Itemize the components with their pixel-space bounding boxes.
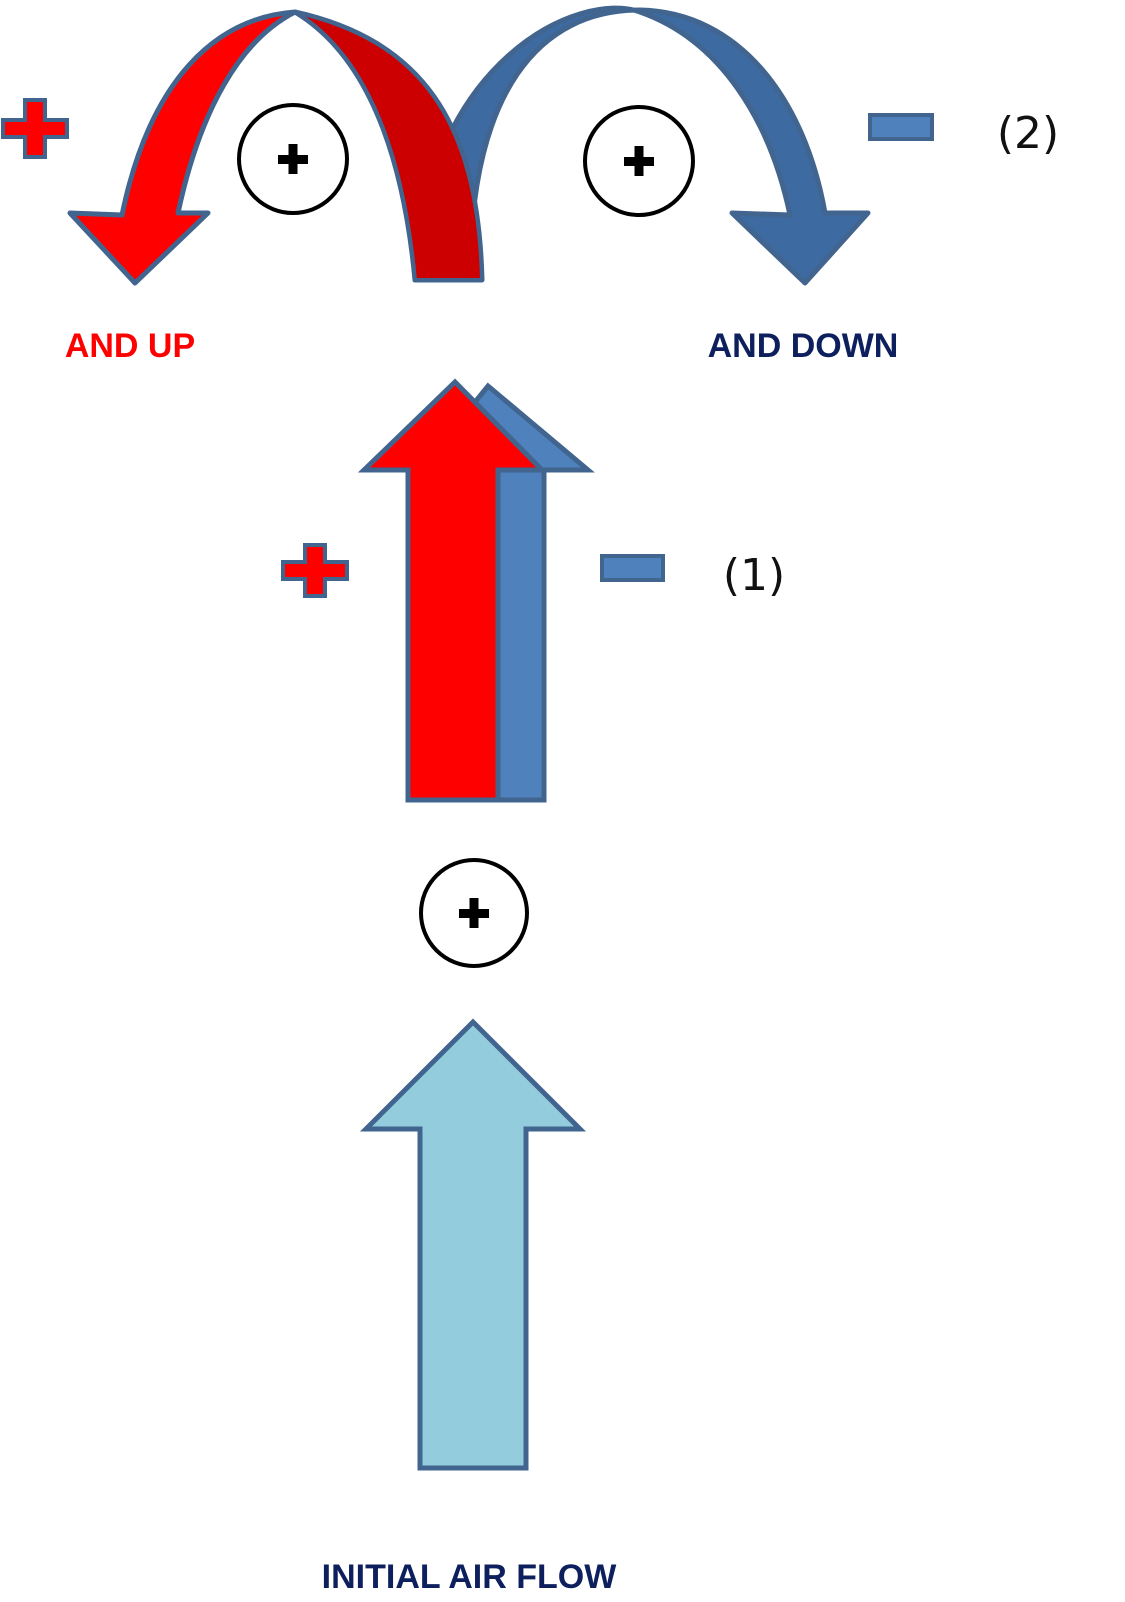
initial-air-flow-arrow bbox=[359, 1018, 587, 1471]
marker-1-label: (1) bbox=[723, 550, 785, 601]
circled-plus-icon bbox=[419, 858, 529, 968]
curved-arrow-down-body bbox=[412, 5, 871, 286]
and-up-label: AND UP bbox=[65, 327, 195, 365]
curved-arrow-up bbox=[67, 9, 485, 286]
vertical-split-arrow-red bbox=[357, 378, 548, 803]
initial-air-flow-label: INITIAL AIR FLOW bbox=[322, 1558, 618, 1596]
plus-icon bbox=[1, 98, 69, 159]
curved-arrow-down bbox=[412, 5, 871, 286]
vertical-split-arrow bbox=[357, 378, 595, 803]
minus-icon bbox=[600, 554, 665, 582]
circled-plus-icon bbox=[583, 105, 695, 217]
curved-arrow-up-shade bbox=[293, 10, 484, 282]
plus-icon bbox=[281, 543, 349, 598]
marker-2-label: (2) bbox=[997, 108, 1059, 159]
minus-icon bbox=[868, 113, 934, 141]
circled-plus-icon bbox=[237, 103, 349, 215]
and-down-label: AND DOWN bbox=[708, 327, 899, 365]
